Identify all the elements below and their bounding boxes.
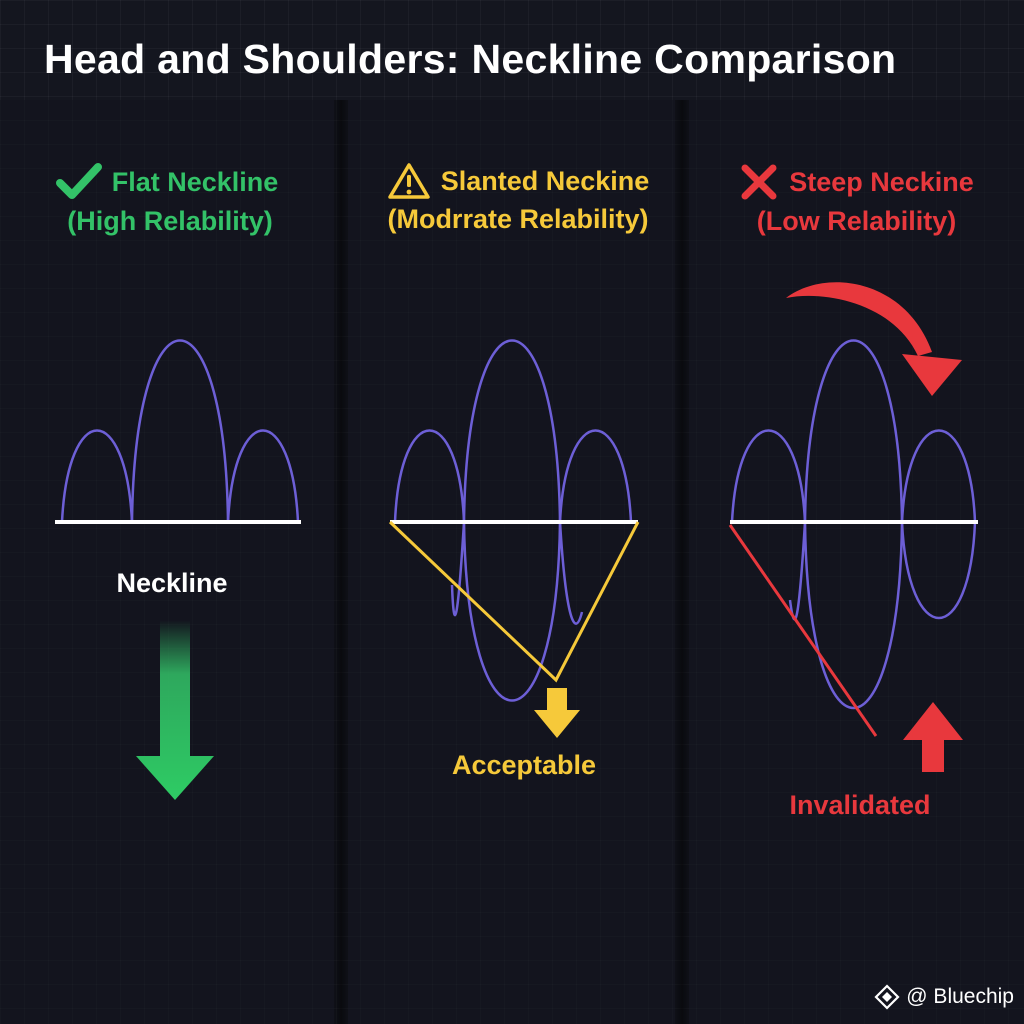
label-neckline: Neckline (116, 568, 228, 598)
price-curve-reflection (462, 521, 562, 702)
panel-divider (675, 100, 689, 1024)
steep-trendline (728, 524, 878, 737)
price-curve (900, 429, 977, 523)
warning-icon (387, 163, 430, 199)
panel-flat (0, 100, 334, 1024)
price-curve (130, 339, 230, 523)
price-curve-reflection (788, 521, 807, 621)
price-curve (60, 429, 134, 523)
price-curve (462, 339, 562, 523)
panel-steep (689, 100, 1024, 1024)
label-invalidated: Invalidated (789, 790, 931, 820)
heading-slanted-line1: Slanted Neckine (440, 166, 650, 196)
price-curve-reflection (450, 521, 466, 617)
price-curve (730, 429, 807, 523)
pattern-slanted (388, 339, 640, 738)
heading-steep-line1: Steep Neckine (789, 167, 974, 197)
arrow-down-yellow (534, 688, 580, 738)
heading-flat-line2: (High Relability) (67, 206, 273, 236)
page-title: Head and Shoulders: Neckline Comparison (44, 36, 897, 82)
heading-slanted: Slanted Neckine (Modrrate Relability) (348, 162, 688, 238)
arrow-down-green (136, 620, 214, 800)
heading-slanted-line2: (Modrrate Relability) (387, 204, 649, 234)
curved-arrow-red-head (902, 354, 962, 396)
panel-divider (334, 100, 348, 1024)
watermark-text: @ Bluechip (906, 985, 1014, 1008)
price-curve-reflection (803, 521, 904, 709)
cross-icon (741, 164, 777, 200)
label-acceptable: Acceptable (451, 750, 597, 780)
price-curve (393, 429, 466, 523)
curved-arrow-red (786, 282, 932, 356)
diamond-logo-icon (874, 984, 900, 1010)
heading-flat-line1: Flat Neckline (111, 167, 279, 197)
panel-slanted (348, 100, 675, 1024)
arrow-up-red (903, 702, 963, 772)
pattern-steep (728, 282, 978, 772)
heading-steep: Steep Neckine (Low Relability) (689, 162, 1024, 240)
check-icon (55, 163, 102, 199)
pattern-flat (55, 339, 301, 800)
price-curve (558, 429, 633, 523)
price-curve (226, 429, 300, 523)
watermark: @ Bluechip (874, 984, 1014, 1010)
price-curve-reflection (900, 521, 977, 620)
price-curve (803, 339, 904, 523)
heading-steep-line2: (Low Relability) (756, 206, 957, 236)
heading-flat: Flat Neckline (High Relability) (0, 162, 334, 240)
slanted-trendline (388, 520, 640, 683)
price-curve-reflection (558, 521, 584, 625)
